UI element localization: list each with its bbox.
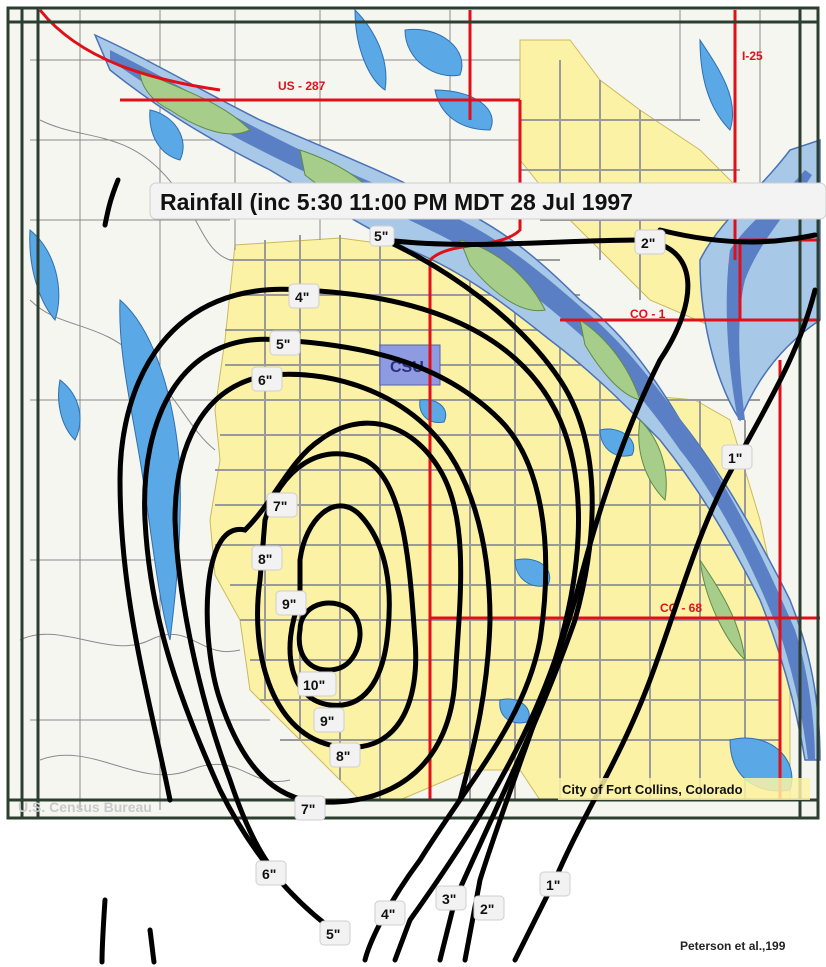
contour-label-10in: 10" (303, 677, 325, 693)
contour-partial-bottom (99, 897, 108, 965)
credits: City of Fort Collins, Colorado U.S. Cens… (18, 778, 810, 953)
highway-label-i25: I-25 (742, 49, 763, 63)
contour-7in (204, 420, 464, 805)
contour-label-5in-bottom: 5" (326, 926, 340, 942)
highway-label-co68: CO - 68 (660, 601, 702, 615)
contour-label-7in-bottom: 7" (301, 801, 315, 817)
contour-labels: 4" 5" 6" 7" 8" 9" 10" 9" 8" 7" 6" 5" 4" … (251, 225, 753, 946)
rainfall-contours (99, 177, 818, 965)
contour-label-6in-bottom: 6" (262, 866, 276, 882)
contour-label-9in-bottom: 9" (320, 713, 334, 729)
contour-label-5in-top: 5" (276, 336, 290, 352)
contour-partial-left (102, 177, 121, 228)
contour-label-7in-top: 7" (273, 498, 287, 514)
map-title: Rainfall (inc 5:30 11:00 PM MDT 28 Jul 1… (160, 189, 633, 215)
contour-label-5in-mid: 5" (374, 228, 388, 244)
contour-label-4in-top: 4" (295, 289, 309, 305)
contour-5in-east (277, 337, 549, 963)
contour-2in (382, 237, 691, 963)
contour-partial-bottom2 (147, 927, 157, 965)
contour-label-9in-top: 9" (282, 596, 296, 612)
contour-5in (142, 336, 343, 938)
highway-label-us287: US - 287 (278, 79, 326, 93)
contour-10in (296, 600, 363, 673)
label-bg (251, 225, 753, 946)
floodplain-east-inner (726, 170, 812, 420)
contour-label-3in: 3" (442, 891, 456, 907)
contour-6in-east (267, 371, 493, 803)
credit-census: U.S. Census Bureau (18, 799, 152, 815)
contour-label-4in-bottom: 4" (381, 906, 395, 922)
contour-4in-east (297, 287, 581, 963)
contour-label-1in-top: 1" (728, 450, 742, 466)
title-box: Rainfall (inc 5:30 11:00 PM MDT 28 Jul 1… (149, 182, 826, 220)
contour-label-1in-bottom: 1" (546, 877, 560, 893)
contour-label-2in-bottom: 2" (480, 901, 494, 917)
credit-city: City of Fort Collins, Colorado (562, 782, 743, 797)
contour-label-8in-bottom: 8" (336, 748, 350, 764)
credit-author: Peterson et al.,199 (680, 939, 786, 953)
highway-label-co14: CO - 1 (630, 307, 666, 321)
contour-label-2in-top: 2" (641, 235, 655, 251)
contour-1in (657, 227, 818, 245)
contour-4in (117, 286, 303, 803)
contour-8in (255, 451, 419, 750)
contour-6in (172, 372, 283, 878)
contour-label-8in-top: 8" (258, 551, 272, 567)
contour-3in (382, 237, 595, 963)
contour-label-6in-top: 6" (258, 372, 272, 388)
